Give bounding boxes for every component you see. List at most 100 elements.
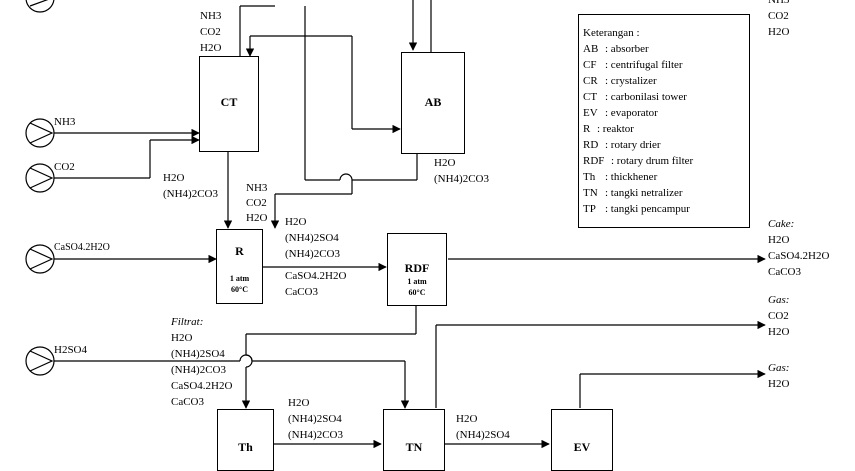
legend-abbr: EV [583,107,598,119]
stream-th-out-2: (NH4)2CO3 [288,429,343,441]
stream-cake-1: CaSO4.2H2O [768,250,830,262]
legend-abbr: CR [583,75,598,87]
unit-tn-label: TN [405,440,423,454]
legend-desc: : centrifugal filter [605,59,683,71]
legend-item: CF : centrifugal filter [583,57,683,73]
pump-icon-co2 [25,163,55,193]
stream-cake-2: CaCO3 [768,266,801,278]
legend-abbr: Th [583,171,596,183]
unit-ev: EV [551,409,613,471]
feed-co2-label: CO2 [54,161,75,173]
unit-r-temperature: 60°C [231,285,248,294]
legend-desc: : tangki netralizer [605,187,683,199]
legend-item: EV : evaporator [583,105,658,121]
legend-abbr: RDF [583,155,605,167]
unit-r-label: R [235,244,244,258]
stream-th-out-1: (NH4)2SO4 [288,413,342,425]
stream-filtrat-0: H2O [171,332,193,344]
pump-icon-top [25,0,55,13]
line-h2so4-hop [239,354,253,362]
legend-item: CR : crystalizer [583,73,657,89]
unit-ab-label: AB [424,95,442,109]
stream-r-right-0: H2O [285,216,307,228]
stream-ct-out-1: (NH4)2CO3 [163,188,218,200]
stream-to-r-0: NH3 [246,182,268,194]
unit-rdf: RDF 1 atm 60°C [387,233,447,306]
feed-caso4-label: CaSO4.2H2O [54,242,110,253]
legend-item: RD : rotary drier [583,137,661,153]
stream-top-right-0: NH3 [768,0,790,6]
stream-cake-0: H2O [768,234,790,246]
stream-filtrat-1: (NH4)2SO4 [171,348,225,360]
legend-abbr: CT [583,91,598,103]
stream-gas2-title: Gas: [768,362,790,374]
unit-ct-label: CT [220,95,238,109]
legend-item: CT : carbonilasi tower [583,89,687,105]
legend-desc: : evaporator [605,107,658,119]
stream-ab-out-0: H2O [434,157,456,169]
legend-item: RDF : rotary drum filter [583,153,693,169]
pump-icon-caso4 [25,244,55,274]
legend-box: Keterangan : AB : absorber CF : centrifuga… [578,14,750,228]
stream-cake-title: Cake: [768,218,795,230]
legend-abbr: R [583,123,591,135]
stream-filtrat-2: (NH4)2CO3 [171,364,226,376]
legend-abbr: CF [583,59,597,71]
stream-to-r-2: H2O [246,212,268,224]
stream-r-out-0: CaSO4.2H2O [285,270,347,282]
unit-ct: CT [199,56,259,152]
stream-to-r-1: CO2 [246,197,267,209]
pump-icon-h2so4 [25,346,55,376]
legend-desc: : reaktor [597,123,634,135]
legend-abbr: AB [583,43,599,55]
stream-ct-top-0: NH3 [200,10,222,22]
legend-desc: : crystalizer [605,75,657,87]
legend-abbr: TN [583,187,598,199]
unit-r: R 1 atm 60°C [216,229,263,304]
stream-gas1-0: CO2 [768,310,789,322]
stream-ct-top-1: CO2 [200,26,221,38]
stream-ct-out-0: H2O [163,172,185,184]
legend-item: TN : tangki netralizer [583,185,683,201]
stream-r-right-1: (NH4)2SO4 [285,232,339,244]
legend-desc: : carbonilasi tower [605,91,687,103]
feed-h2so4-label: H2SO4 [54,344,88,356]
legend-desc: : rotary drier [605,139,661,151]
stream-filtrat-3: CaSO4.2H2O [171,380,233,392]
legend-abbr: TP [583,203,596,215]
legend-title: Keterangan : [583,27,640,39]
stream-tn-out-1: (NH4)2SO4 [456,429,510,441]
unit-rdf-temperature: 60°C [408,288,426,297]
unit-th-label: Th [238,440,253,454]
legend-desc: : thickhener [605,171,658,183]
stream-th-out-0: H2O [288,397,310,409]
legend-item: R : reaktor [583,121,634,137]
legend-desc: : rotary drum filter [611,155,694,167]
stream-gas1-title: Gas: [768,294,790,306]
unit-rdf-label: RDF [404,261,430,275]
process-flow-diagram [25,0,766,449]
legend-item: AB : absorber [583,41,649,57]
feed-nh3-label: NH3 [54,116,76,128]
unit-rdf-pressure: 1 atm [407,277,427,286]
legend-desc: : tangki pencampur [605,203,690,215]
line-filtrat-hop [245,354,253,368]
legend-item: Th : thickhener [583,169,657,185]
stream-top-right-2: H2O [768,26,790,38]
unit-r-pressure: 1 atm [229,274,250,283]
stream-r-out-1: CaCO3 [285,286,318,298]
legend-item: TP : tangki pencampur [583,201,690,217]
stream-filtrat-4: CaCO3 [171,396,204,408]
line-loop-hop [339,173,353,181]
unit-tn: TN [383,409,445,471]
unit-th: Th [217,409,274,471]
stream-ct-top-2: H2O [200,42,222,54]
stream-ab-out-1: (NH4)2CO3 [434,173,489,185]
stream-tn-out-0: H2O [456,413,478,425]
legend-abbr: RD [583,139,599,151]
pump-icon-nh3 [25,118,55,148]
legend-desc: : absorber [605,43,649,55]
stream-top-right-1: CO2 [768,10,789,22]
stream-filtrat-title: Filtrat: [171,316,204,328]
stream-gas1-1: H2O [768,326,790,338]
